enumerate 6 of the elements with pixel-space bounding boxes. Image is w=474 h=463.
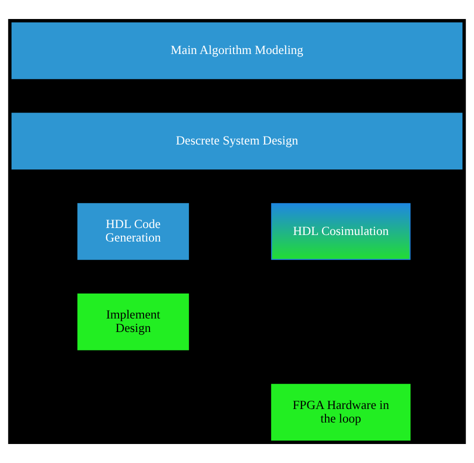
node-box: HDL Cosimulation xyxy=(271,203,411,260)
node-box: Descrete System Design xyxy=(12,112,462,170)
node-box: FPGA Hardware in the loop xyxy=(271,384,411,441)
node-box: Implement Design xyxy=(77,294,189,350)
node-box: Main Algorithm Modeling xyxy=(12,22,462,80)
node-box: HDL Code Generation xyxy=(77,203,189,260)
